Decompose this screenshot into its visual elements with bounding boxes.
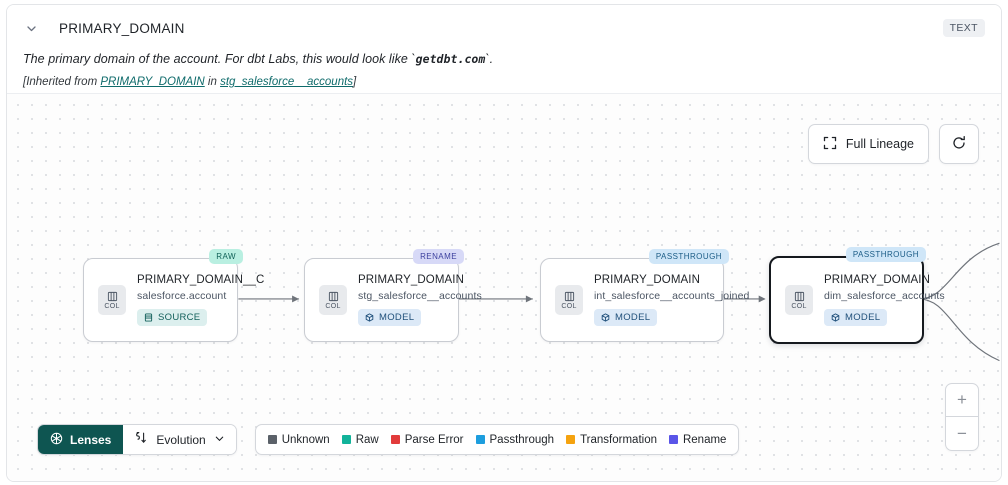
description-text-post: `. [485, 52, 494, 66]
inherited-suffix: ] [353, 76, 357, 88]
description-text-pre: The primary domain of the account. For d… [23, 52, 416, 66]
zoom-in-button[interactable]: + [946, 384, 978, 417]
evolution-icon [134, 431, 148, 448]
legend-label: Rename [682, 433, 727, 446]
node-body: PRIMARY_DOMAIN dim_salesforce_accounts M… [824, 274, 945, 327]
node-title: PRIMARY_DOMAIN [594, 273, 700, 286]
legend-swatch [267, 435, 277, 444]
node-tag: PASSTHROUGH [845, 247, 926, 262]
legend-item[interactable]: Rename [668, 433, 727, 446]
columns-icon: COL [785, 285, 813, 315]
node-kind-label: MODEL [379, 311, 415, 323]
legend-label: Raw [355, 433, 379, 446]
columns-icon: COL [555, 285, 583, 315]
node-body: PRIMARY_DOMAIN stg_salesforce__accounts … [358, 274, 482, 327]
legend-label: Transformation [580, 433, 657, 446]
node-tag: RENAME [413, 249, 464, 264]
lineage-node-int[interactable]: PASSTHROUGH COL PRIMARY_DOMAIN int_sales… [540, 249, 749, 342]
legend-label: Passthrough [489, 433, 555, 446]
legend-item[interactable]: Transformation [566, 434, 657, 446]
refresh-icon [951, 135, 967, 154]
node-tag: PASSTHROUGH [648, 249, 729, 264]
zoom-controls: + − [945, 383, 979, 451]
lens-group: Lenses Evolution [37, 424, 237, 455]
expand-icon [823, 136, 837, 153]
node-subtitle: stg_salesforce__accounts [358, 289, 482, 302]
canvas-bottom-toolbar: Lenses Evolution [37, 424, 740, 455]
edge-arrow-1 [292, 295, 300, 303]
col-chip-label: COL [561, 302, 577, 310]
node-tag: RAW [209, 249, 243, 264]
col-chip-label: COL [325, 302, 341, 310]
lineage-node-stg[interactable]: RENAME COL PRIMARY_DOMAIN stg_salesforce… [304, 249, 482, 342]
inherited-prefix: [Inherited from [23, 76, 101, 88]
node-kind-badge: SOURCE [137, 308, 208, 326]
lineage-legend: Unknown Raw Parse Error Passthrough Tran… [254, 424, 740, 455]
legend-item[interactable]: Raw [341, 433, 379, 446]
evolution-dropdown[interactable]: Evolution [123, 425, 236, 454]
node-kind-label: SOURCE [158, 311, 201, 323]
node-kind-label: MODEL [845, 311, 881, 323]
column-description: The primary domain of the account. For d… [23, 52, 985, 66]
inherited-mid: in [204, 76, 221, 88]
node-kind-badge: MODEL [358, 308, 422, 326]
inherited-model-link[interactable]: stg_salesforce__accounts [220, 76, 354, 88]
legend-swatch [475, 435, 485, 444]
zoom-out-button[interactable]: − [957, 423, 967, 443]
page-title: PRIMARY_DOMAIN [59, 20, 185, 36]
legend-label: Parse Error [404, 433, 464, 446]
node-kind-label: MODEL [615, 311, 651, 323]
full-lineage-button[interactable]: Full Lineage [807, 124, 929, 164]
full-lineage-label: Full Lineage [845, 137, 914, 151]
legend-item[interactable]: Unknown [267, 433, 330, 446]
node-body: PRIMARY_DOMAIN int_salesforce__accounts_… [594, 274, 749, 327]
columns-icon: COL [319, 285, 347, 315]
edge-arrow-3 [758, 295, 766, 303]
inherited-from-note: [Inherited from PRIMARY_DOMAIN in stg_sa… [23, 76, 985, 88]
inherited-column-link[interactable]: PRIMARY_DOMAIN [100, 76, 205, 88]
database-icon [144, 312, 153, 322]
col-chip-label: COL [791, 302, 807, 310]
chevron-down-icon [214, 433, 225, 447]
legend-swatch [390, 435, 400, 444]
columns-icon: COL [98, 285, 126, 315]
lineage-node-source[interactable]: RAW COL PRIMARY_DOMAIN__C salesforce.acc… [83, 249, 264, 342]
legend-swatch [566, 435, 576, 444]
legend-swatch [341, 435, 351, 444]
column-type-badge: TEXT [942, 19, 985, 37]
chevron-down-icon[interactable] [23, 20, 39, 36]
lineage-node-dim-selected[interactable]: PASSTHROUGH COL PRIMARY_DOMAIN dim_sales… [769, 247, 945, 344]
title-row: PRIMARY_DOMAIN [23, 17, 985, 39]
node-kind-badge: MODEL [594, 308, 658, 326]
legend-label: Unknown [281, 433, 330, 446]
aperture-icon [50, 432, 63, 448]
column-lineage-panel: PRIMARY_DOMAIN TEXT The primary domain o… [6, 4, 1002, 482]
lineage-canvas[interactable]: RAW COL PRIMARY_DOMAIN__C salesforce.acc… [7, 93, 1001, 481]
lenses-button[interactable]: Lenses [38, 425, 124, 454]
description-code: getdbt.com [415, 52, 486, 66]
legend-item[interactable]: Passthrough [475, 433, 555, 446]
lenses-label: Lenses [70, 432, 112, 447]
cube-icon [601, 312, 610, 322]
legend-swatch [668, 435, 678, 444]
node-kind-badge: MODEL [824, 308, 888, 326]
node-title: PRIMARY_DOMAIN__C [137, 273, 265, 286]
node-subtitle: int_salesforce__accounts_joined [594, 289, 750, 302]
node-subtitle: salesforce.account [137, 289, 227, 302]
evolution-label: Evolution [156, 432, 206, 447]
node-body: PRIMARY_DOMAIN__C salesforce.account SOU… [137, 274, 264, 327]
node-title: PRIMARY_DOMAIN [358, 273, 464, 286]
refresh-button[interactable] [939, 124, 979, 164]
cube-icon [831, 312, 840, 322]
node-subtitle: dim_salesforce_accounts [824, 289, 945, 302]
canvas-top-controls: Full Lineage [807, 124, 979, 164]
cube-icon [365, 312, 374, 322]
col-chip-label: COL [104, 302, 120, 310]
edge-arrow-2 [525, 295, 533, 303]
node-title: PRIMARY_DOMAIN [824, 273, 930, 286]
legend-item[interactable]: Parse Error [390, 433, 464, 446]
column-header: PRIMARY_DOMAIN TEXT The primary domain o… [7, 5, 1001, 93]
